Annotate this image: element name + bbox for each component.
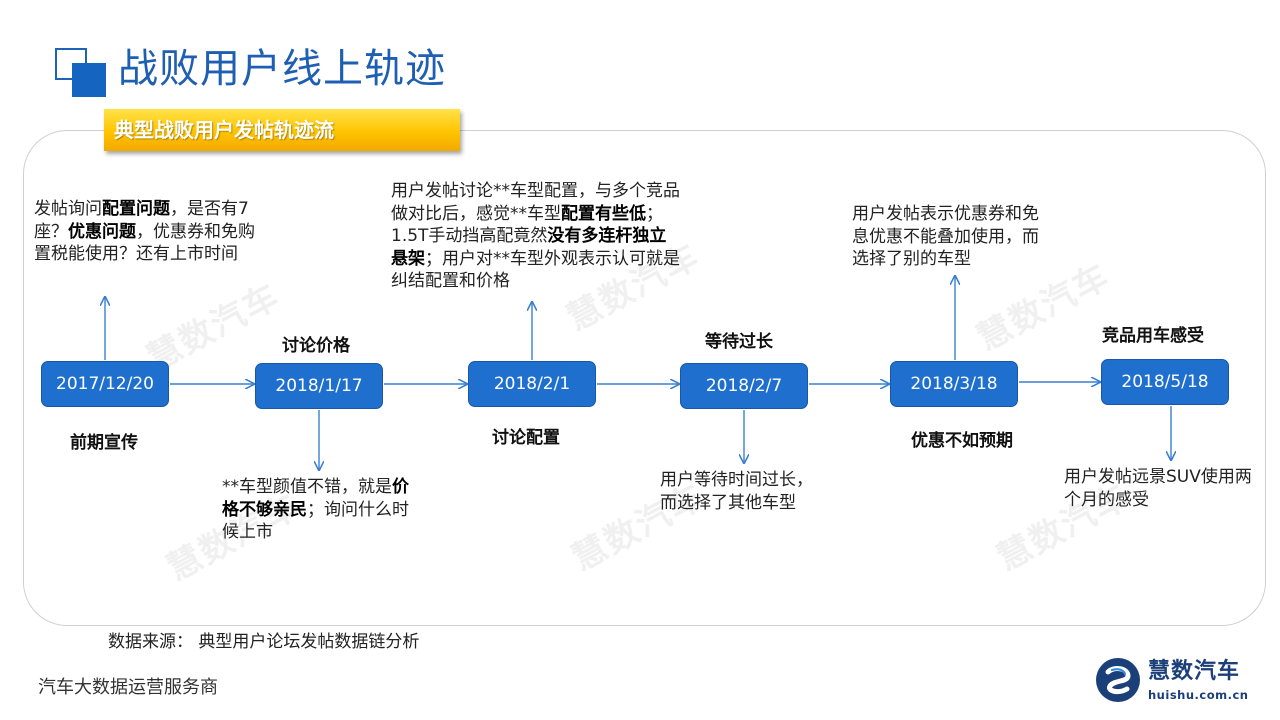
note-5: 用户发帖表示优惠券和免息优惠不能叠加使用，而选择了别的车型 (852, 204, 1039, 269)
huishu-logo-icon (1096, 658, 1140, 702)
logo-url: huishu.com.cn (1148, 688, 1249, 702)
note-2: **车型颜值不错，就是价格不够亲民；询问什么时候上市 (222, 477, 409, 542)
note-1: 发帖询问配置问题，是否有7座？优惠问题，优惠券和免购置税能使用？还有上市时间 (34, 199, 255, 264)
stage-label-6: 竞品用车感受 (1102, 326, 1204, 346)
note-4: 用户等待时间过长，而选择了其他车型 (660, 470, 813, 513)
subtitle: 典型战败用户发帖轨迹流 (114, 118, 334, 142)
content-frame (23, 130, 1266, 626)
date-node-5: 2018/3/18 (890, 361, 1018, 407)
date-node-1: 2017/12/20 (41, 361, 169, 407)
stage-label-5: 优惠不如预期 (911, 431, 1013, 451)
page-title: 战败用户线上轨迹 (118, 46, 446, 92)
stage-label-1: 前期宣传 (70, 433, 138, 453)
subtitle-banner (104, 109, 460, 151)
date-node-4: 2018/2/7 (680, 363, 808, 409)
footer-tagline: 汽车大数据运营服务商 (38, 677, 218, 698)
date-node-2: 2018/1/17 (255, 363, 383, 409)
logo-name: 慧数汽车 (1148, 659, 1241, 684)
stage-label-3: 讨论配置 (492, 428, 560, 448)
stage-label-2: 讨论价格 (282, 336, 350, 356)
data-source: 数据来源： 典型用户论坛发帖数据链分析 (108, 632, 420, 652)
title-decoration-square (72, 63, 106, 97)
date-node-3: 2018/2/1 (468, 361, 596, 407)
stage-label-4: 等待过长 (705, 332, 773, 352)
note-6: 用户发帖远景SUV使用两个月的感受 (1064, 467, 1252, 510)
date-node-6: 2018/5/18 (1101, 359, 1229, 405)
note-3: 用户发帖讨论**车型配置，与多个竞品做对比后，感觉**车型配置有些低； 1.5T… (391, 181, 680, 291)
